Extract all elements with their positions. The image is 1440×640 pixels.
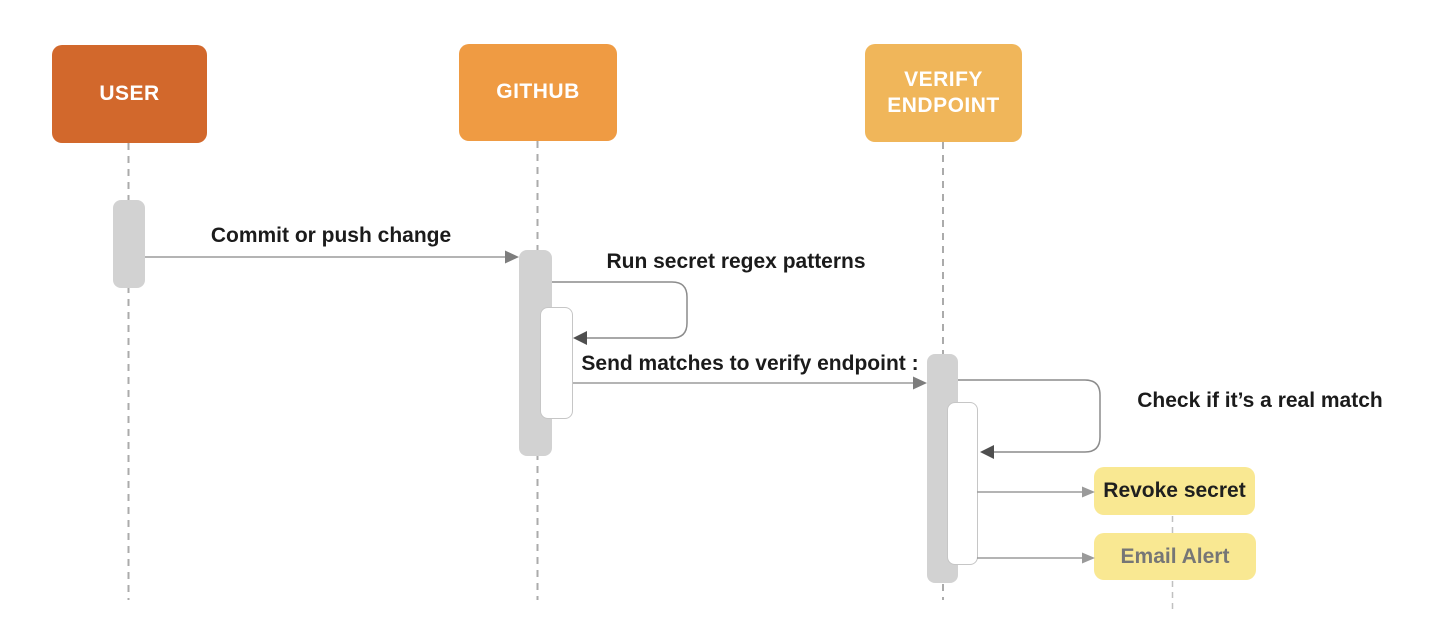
message-label-run-regex: Run secret regex patterns <box>606 250 866 273</box>
actor-user: USER <box>52 45 207 143</box>
message-label-check-match: Check if it’s a real match <box>1137 389 1383 412</box>
check-match-arrowhead <box>980 445 994 459</box>
message-label-send-matches: Send matches to verify endpoint : <box>581 352 919 375</box>
email-alert-label: Email Alert <box>1120 544 1230 568</box>
actor-user-label: USER <box>99 81 160 105</box>
actor-github-label: GITHUB <box>496 80 580 104</box>
run-regex-arrowhead <box>573 331 587 345</box>
email-alert-box: Email Alert <box>1094 533 1256 580</box>
actor-verify-endpoint: VERIFY ENDPOINT <box>865 44 1022 142</box>
check-match-selfloop <box>958 379 1101 453</box>
send-matches-arrowhead <box>913 376 927 390</box>
github-nested-activation-bar <box>540 307 573 419</box>
user-activation-bar <box>113 200 145 288</box>
message-label-commit: Commit or push change <box>210 224 452 247</box>
commit-arrowhead <box>505 250 519 264</box>
actor-verify-endpoint-label: VERIFY ENDPOINT <box>887 67 1000 117</box>
actor-github: GITHUB <box>459 44 617 141</box>
revoke-secret-label: Revoke secret <box>1103 479 1246 502</box>
revoke-secret-box: Revoke secret <box>1094 467 1255 515</box>
verify-nested-activation-bar <box>947 402 978 565</box>
